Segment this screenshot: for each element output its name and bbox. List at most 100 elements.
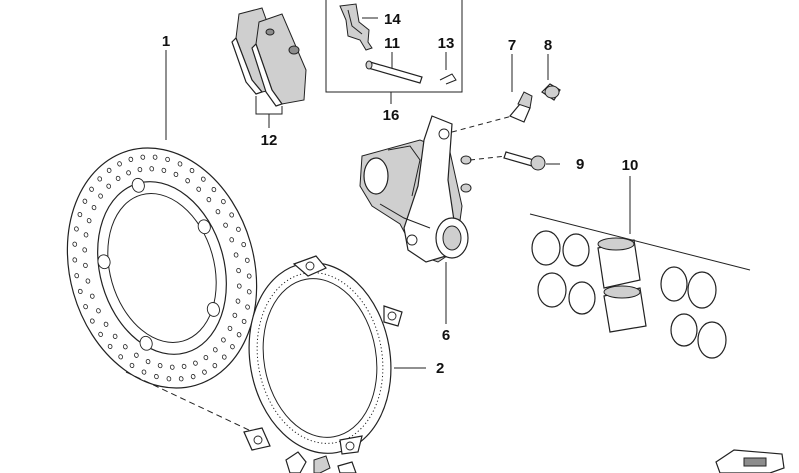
disc-hole <box>190 374 196 380</box>
disc-hole <box>221 199 226 205</box>
disc-hole <box>193 360 198 366</box>
disc-hole <box>154 373 159 380</box>
disc-hole <box>181 363 187 370</box>
disc-hole <box>72 257 78 263</box>
disc-hole <box>97 176 103 182</box>
label-13: 13 <box>438 35 455 52</box>
disc-hole <box>106 167 112 173</box>
disc-hole <box>112 333 118 339</box>
disc-hole <box>83 232 89 238</box>
disc-hole <box>141 369 147 375</box>
disc-hole <box>236 283 242 289</box>
disc-hole <box>169 364 175 370</box>
label-2: 2 <box>436 360 444 377</box>
label-7: 7 <box>508 37 516 54</box>
disc-hole <box>140 154 146 160</box>
disc-hole <box>233 252 239 258</box>
disc-hole <box>83 262 88 268</box>
disc-hole <box>103 321 109 327</box>
disc-hole <box>173 171 179 178</box>
disc-hole <box>230 344 235 350</box>
disc-hole <box>203 354 209 361</box>
disc-hole <box>117 161 122 167</box>
disc-hole <box>98 193 103 199</box>
disc-hole <box>212 363 218 369</box>
disc-hole <box>227 325 233 331</box>
disc-hole <box>96 308 101 314</box>
spring-clip-part-13 <box>439 52 457 85</box>
bleed-cap-part-8 <box>541 54 561 101</box>
disc-hole <box>77 288 83 295</box>
disc-hole <box>106 183 112 189</box>
disc-hole <box>122 344 128 350</box>
disc-hole <box>161 167 167 173</box>
label-11: 11 <box>384 35 400 52</box>
disc-hole <box>145 358 151 365</box>
disc-hole <box>129 362 135 369</box>
seal-kit-part-10 <box>529 176 751 359</box>
label-1: 1 <box>162 33 170 50</box>
disc-hole <box>235 298 241 304</box>
disc-hole <box>90 318 95 324</box>
disc-hole <box>91 205 97 211</box>
disc-hole <box>196 186 202 192</box>
disc-hole <box>229 212 234 218</box>
disc-hole <box>206 197 212 203</box>
disc-hole <box>86 218 92 224</box>
disc-hole <box>236 226 241 232</box>
disc-hole <box>178 376 184 382</box>
disc-hole <box>137 166 143 173</box>
pin-part-11 <box>365 52 423 84</box>
label-14: 14 <box>384 11 401 28</box>
disc-hole <box>236 268 241 274</box>
disc-hole <box>134 352 139 358</box>
car-outline-icon <box>715 449 785 473</box>
disc-hole <box>128 156 134 162</box>
disc-hole <box>215 209 221 215</box>
disc-hole <box>189 167 195 174</box>
disc-hole <box>82 247 88 253</box>
label-10: 10 <box>622 157 639 174</box>
disc-hole <box>177 161 183 167</box>
disc-hole <box>221 354 227 360</box>
disc-hole <box>244 257 250 263</box>
disc-hole <box>241 318 247 325</box>
bottom-hardware <box>285 451 357 473</box>
brake-caliper-part-6 <box>359 115 472 324</box>
disc-hole <box>211 186 217 193</box>
disc-hole <box>232 312 238 318</box>
disc-hole <box>223 222 228 228</box>
disc-hole <box>85 278 91 284</box>
label-12: 12 <box>261 132 278 149</box>
disc-hole <box>107 343 113 350</box>
clip-part-14 <box>339 3 378 51</box>
bolt-part-9 <box>503 151 560 171</box>
disc-hole <box>72 241 78 247</box>
disc-hole <box>82 198 88 204</box>
disc-hole <box>212 347 218 353</box>
disc-hole <box>126 170 131 176</box>
disc-hole <box>200 176 206 182</box>
disc-hole <box>157 363 163 369</box>
disc-hole <box>83 304 88 310</box>
disc-hole <box>77 211 83 218</box>
disc-hole <box>115 175 121 182</box>
disc-hole <box>166 376 172 382</box>
disc-hole <box>185 178 190 184</box>
parts-group-box <box>325 0 463 93</box>
disc-hole <box>221 337 226 343</box>
disc-hole <box>89 293 95 299</box>
disc-hole <box>89 186 94 192</box>
disc-hole <box>236 332 242 338</box>
label-9: 9 <box>576 156 584 173</box>
disc-hole <box>152 154 158 160</box>
disc-hole <box>118 354 124 360</box>
label-8: 8 <box>544 37 552 54</box>
disc-hole <box>246 289 252 295</box>
disc-hole <box>74 273 80 279</box>
disc-hole <box>165 156 170 163</box>
label-16: 16 <box>383 107 400 124</box>
disc-hole <box>149 166 155 172</box>
disc-hole <box>74 226 79 232</box>
